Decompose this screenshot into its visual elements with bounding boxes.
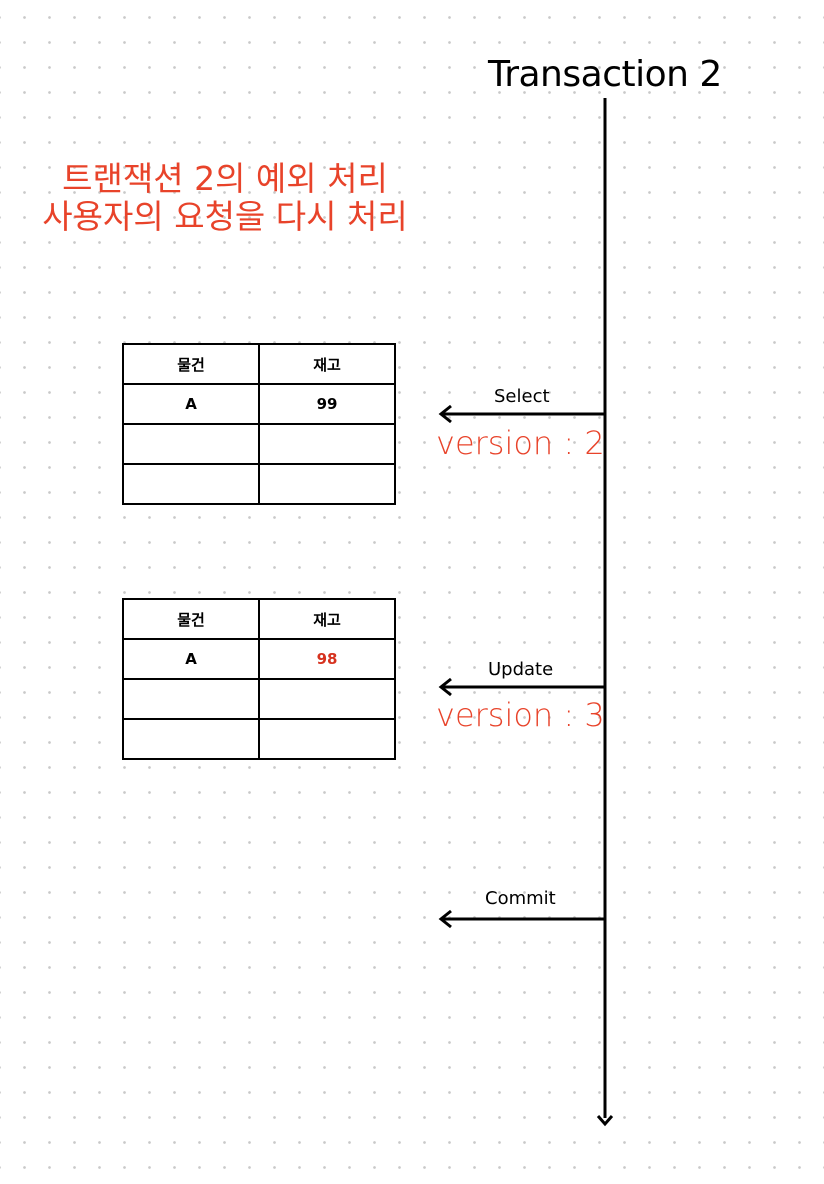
update-label: Update [488,659,554,680]
cell-stock [258,678,396,720]
table-header-row: 물건 재고 [122,598,396,640]
cell-stock [258,423,396,465]
cell-stock: 99 [258,383,396,425]
table-row [122,718,396,760]
select-arrowhead-icon [438,404,452,424]
table-row [122,678,396,720]
cell-item [122,423,260,465]
select-label: Select [494,386,550,407]
annotation-line-1: 트랜잭션 2의 예외 처리 [62,159,388,198]
table-header-row: 물건 재고 [122,343,396,385]
header-item: 물건 [122,598,260,640]
update-arrowhead-icon [438,677,452,697]
table-row: A 99 [122,383,396,425]
cell-stock-updated: 98 [258,638,396,680]
header-stock: 재고 [258,598,396,640]
header-item: 물건 [122,343,260,385]
cell-item: A [122,383,260,425]
table-row: A 98 [122,638,396,680]
commit-arrowhead-icon [438,909,452,929]
stock-table-select: 물건 재고 A 99 [122,343,396,505]
timeline-arrowhead-icon [596,1115,614,1127]
stock-table-update: 물건 재고 A 98 [122,598,396,760]
cell-item [122,463,260,505]
cell-item: A [122,638,260,680]
annotation-note: 트랜잭션 2의 예외 처리 사용자의 요청을 다시 처리 [20,160,430,236]
annotation-line-2: 사용자의 요청을 다시 처리 [42,197,408,236]
table-row [122,463,396,505]
cell-item [122,678,260,720]
select-version: version : 2 [436,424,605,462]
cell-stock [258,718,396,760]
table-row [122,423,396,465]
cell-item [122,718,260,760]
header-stock: 재고 [258,343,396,385]
diagram-title: Transaction 2 [488,54,722,95]
commit-label: Commit [485,888,556,909]
update-version: version : 3 [436,696,605,734]
cell-stock [258,463,396,505]
